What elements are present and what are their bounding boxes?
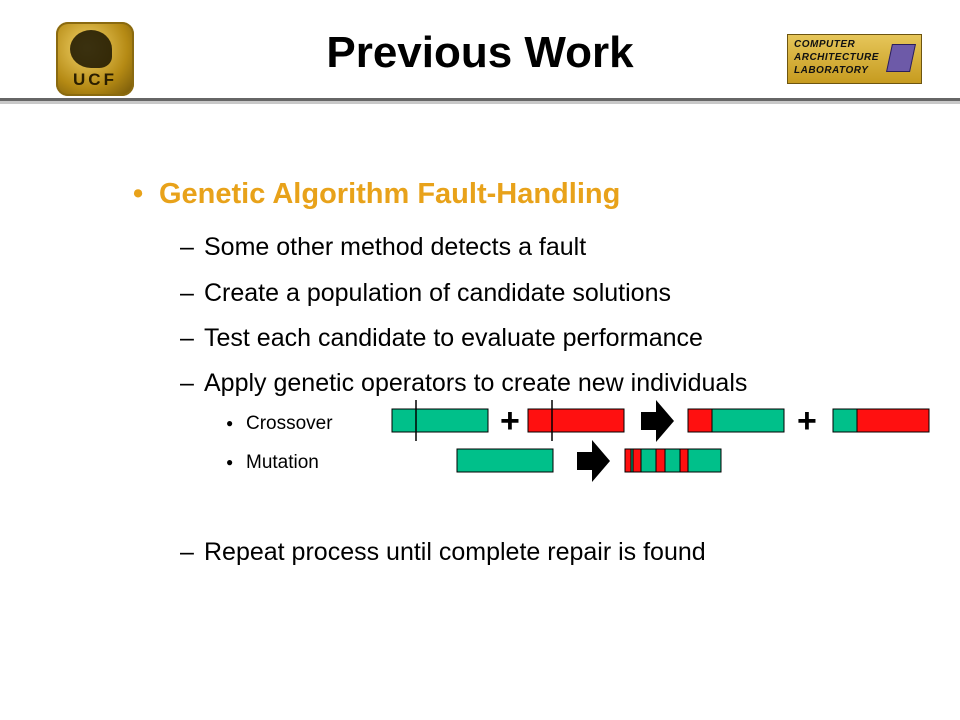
- step-item: –Repeat process until complete repair is…: [180, 538, 706, 567]
- offspring-a-body: [711, 408, 785, 433]
- mutated-gene: [679, 448, 689, 473]
- dash-marker: –: [180, 369, 194, 397]
- original-chromosome: [456, 448, 554, 473]
- step-item: –Apply genetic operators to create new i…: [180, 369, 747, 398]
- logo-line-2: ARCHITECTURE: [794, 52, 879, 63]
- mutation-arrow-icon: [577, 440, 610, 482]
- dash-marker: –: [180, 324, 194, 352]
- step-text: Apply genetic operators to create new in…: [204, 369, 748, 397]
- plus-sign: +: [797, 402, 817, 440]
- main-bullet-text: Genetic Algorithm Fault-Handling: [159, 178, 621, 210]
- logo-line-1: COMPUTER: [794, 39, 856, 50]
- bullet-marker: •: [133, 178, 144, 210]
- mutated-gene: [655, 448, 666, 473]
- title-divider-shadow: [0, 101, 960, 104]
- step-text: Repeat process until complete repair is …: [204, 538, 706, 566]
- plus-sign: +: [500, 402, 520, 440]
- operator-text: Crossover: [246, 413, 333, 434]
- step-text: Some other method detects a fault: [204, 233, 587, 261]
- ucf-logo: UCF: [56, 22, 134, 96]
- offspring-b-body: [856, 408, 930, 433]
- dash-marker: –: [180, 538, 194, 566]
- mutated-gene: [624, 448, 632, 473]
- crossover-arrow-icon: [641, 400, 674, 442]
- mutated-gene: [632, 448, 642, 473]
- main-bullet: • Genetic Algorithm Fault-Handling: [133, 178, 620, 211]
- operator-text: Mutation: [246, 452, 319, 473]
- step-item: –Create a population of candidate soluti…: [180, 279, 671, 308]
- operator-item: ● Crossover: [226, 413, 333, 435]
- page-title: Previous Work: [326, 28, 634, 77]
- computer-architecture-lab-logo: COMPUTER ARCHITECTURE LABORATORY: [787, 34, 922, 84]
- offspring-b-head: [832, 408, 858, 433]
- step-item: –Test each candidate to evaluate perform…: [180, 324, 703, 353]
- logo-line-3: LABORATORY: [794, 65, 869, 76]
- step-text: Create a population of candidate solutio…: [204, 279, 671, 307]
- ucf-logo-text: UCF: [73, 70, 117, 89]
- dot-marker: ●: [226, 455, 234, 469]
- parent-b-chromosome: [527, 408, 625, 433]
- dash-marker: –: [180, 233, 194, 261]
- parent-a-chromosome: [391, 408, 489, 433]
- dot-marker: ●: [226, 416, 234, 430]
- pegasus-icon: [70, 30, 112, 68]
- dash-marker: –: [180, 279, 194, 307]
- offspring-a-head: [687, 408, 713, 433]
- step-item: –Some other method detects a fault: [180, 233, 586, 262]
- operator-item: ● Mutation: [226, 452, 319, 474]
- title-divider: [0, 98, 960, 101]
- step-text: Test each candidate to evaluate performa…: [204, 324, 703, 352]
